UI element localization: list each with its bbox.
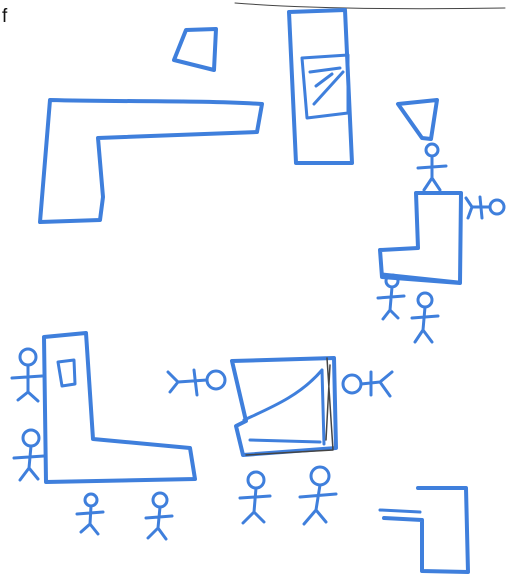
- stick-figure-l: [300, 467, 336, 524]
- desk-bottom-right-edge: [380, 510, 420, 512]
- stick-figure-g: [77, 494, 103, 534]
- stick-figure-d: [412, 293, 438, 342]
- stick-figure-e: [12, 349, 42, 401]
- stick-figure-k: [240, 472, 270, 523]
- l-desk-right: [380, 193, 461, 283]
- stick-figure-i: [168, 370, 225, 395]
- stick-figure-h: [146, 493, 172, 539]
- l-desk-monitor: [58, 360, 75, 386]
- l-shaped-desk-top: [40, 100, 262, 222]
- desk-bottom-right: [384, 488, 468, 572]
- small-desk-top: [174, 29, 216, 70]
- paper-edge-line: [235, 3, 505, 9]
- stick-figure-c: [378, 275, 404, 319]
- stick-figure-j: [343, 372, 392, 396]
- stick-figure-a: [418, 144, 446, 190]
- center-desk-chair: [244, 370, 324, 444]
- l-desk-bottom-left: [44, 333, 195, 482]
- stick-figure-b: [466, 197, 504, 218]
- trapezoid-desk-right: [398, 100, 437, 139]
- stick-figure-f: [14, 430, 44, 480]
- cabinet-window: [302, 55, 348, 118]
- tall-cabinet: [289, 10, 352, 163]
